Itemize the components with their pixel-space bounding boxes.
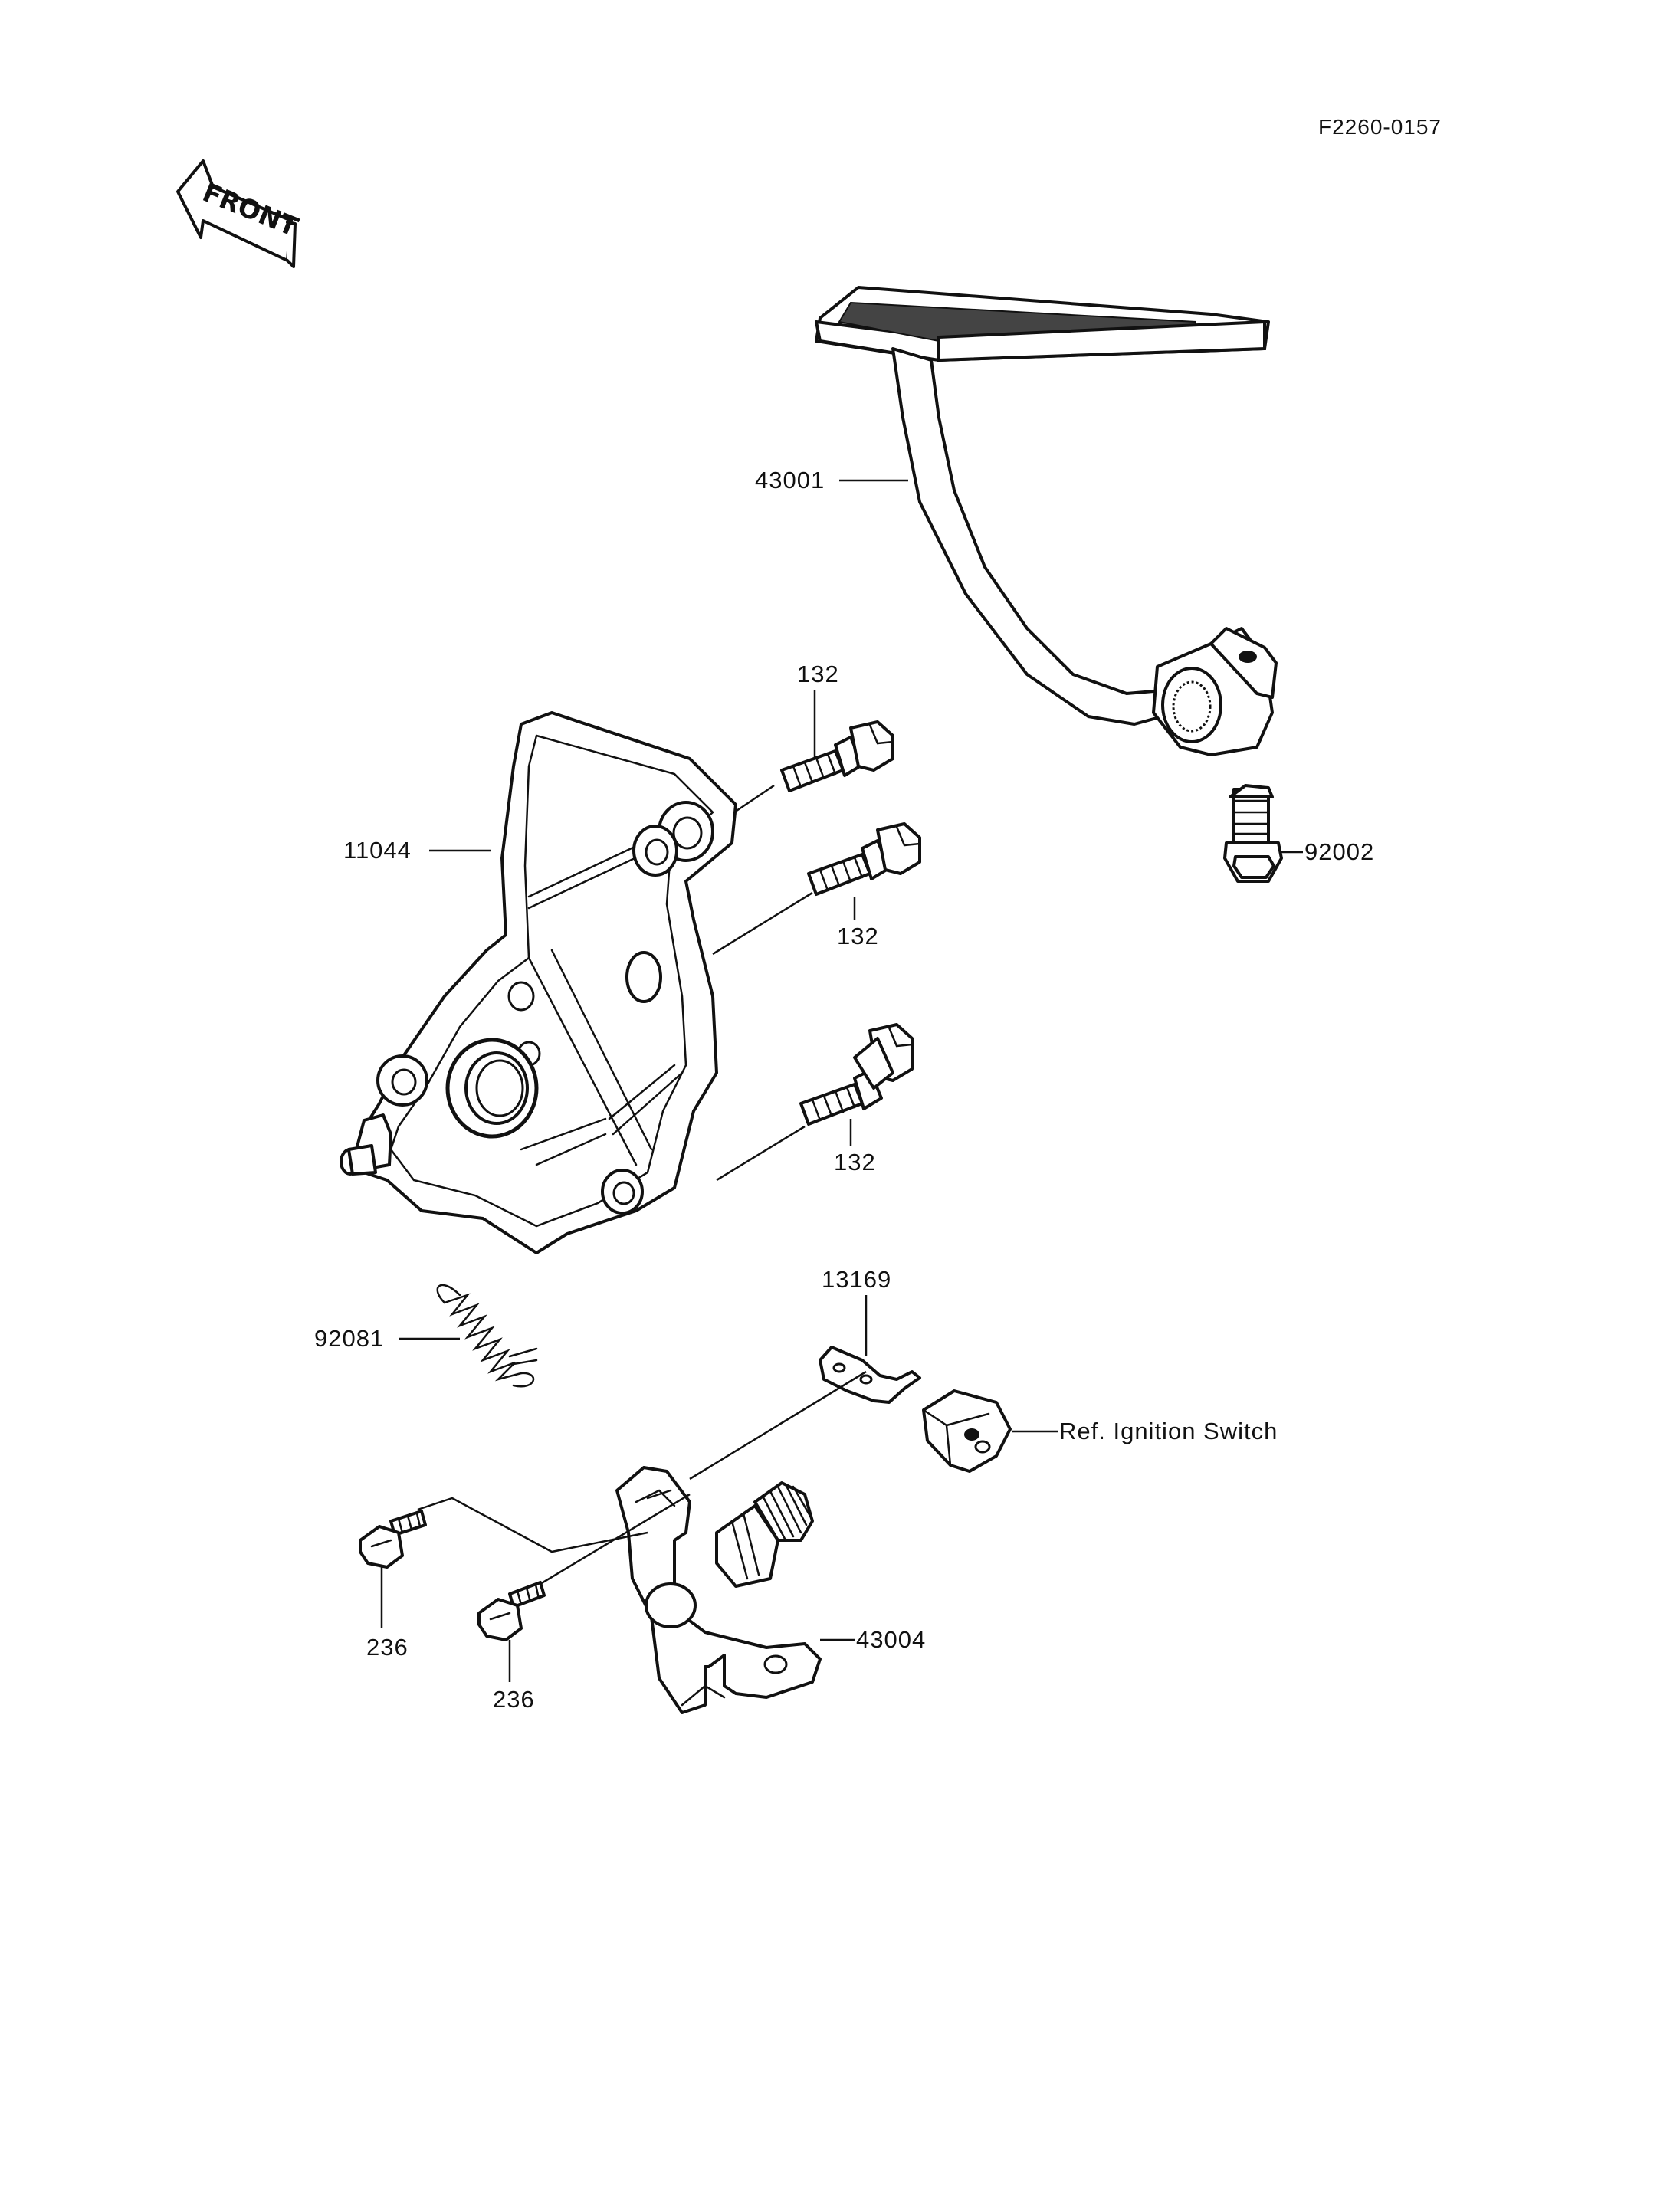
- diagram-code: F2260-0157: [1318, 115, 1442, 139]
- callout-43001: 43001: [755, 467, 825, 494]
- brake-pedal-43001: [815, 286, 1278, 756]
- callout-236-right: 236: [493, 1686, 535, 1713]
- callout-236-left: 236: [366, 1634, 409, 1661]
- callout-13169: 13169: [822, 1266, 891, 1293]
- bolt-132-low: [799, 1023, 914, 1126]
- screw-236-left: [359, 1510, 427, 1569]
- brake-shaft-43004: [615, 1466, 822, 1714]
- callout-132-top: 132: [797, 661, 839, 687]
- bracket-11044: [340, 711, 737, 1254]
- front-direction-arrow-icon: FRONT: [176, 159, 303, 268]
- callout-ref-ignition-switch: Ref. Ignition Switch: [1059, 1418, 1278, 1444]
- callout-132-mid: 132: [837, 923, 879, 949]
- switch-plate-13169: [819, 1346, 921, 1404]
- ignition-switch-ref: [922, 1389, 1012, 1473]
- bolt-132-mid: [807, 822, 921, 896]
- screw-236-right: [477, 1581, 546, 1641]
- callout-92081: 92081: [314, 1325, 384, 1352]
- pedal-bolt-92002: [1223, 784, 1283, 883]
- spring-92081: [436, 1284, 538, 1388]
- callout-11044: 11044: [343, 837, 412, 864]
- bolt-132-top: [780, 720, 894, 792]
- callout-43004: 43004: [856, 1626, 926, 1653]
- callout-92002: 92002: [1304, 838, 1374, 865]
- callout-132-low: 132: [834, 1149, 876, 1176]
